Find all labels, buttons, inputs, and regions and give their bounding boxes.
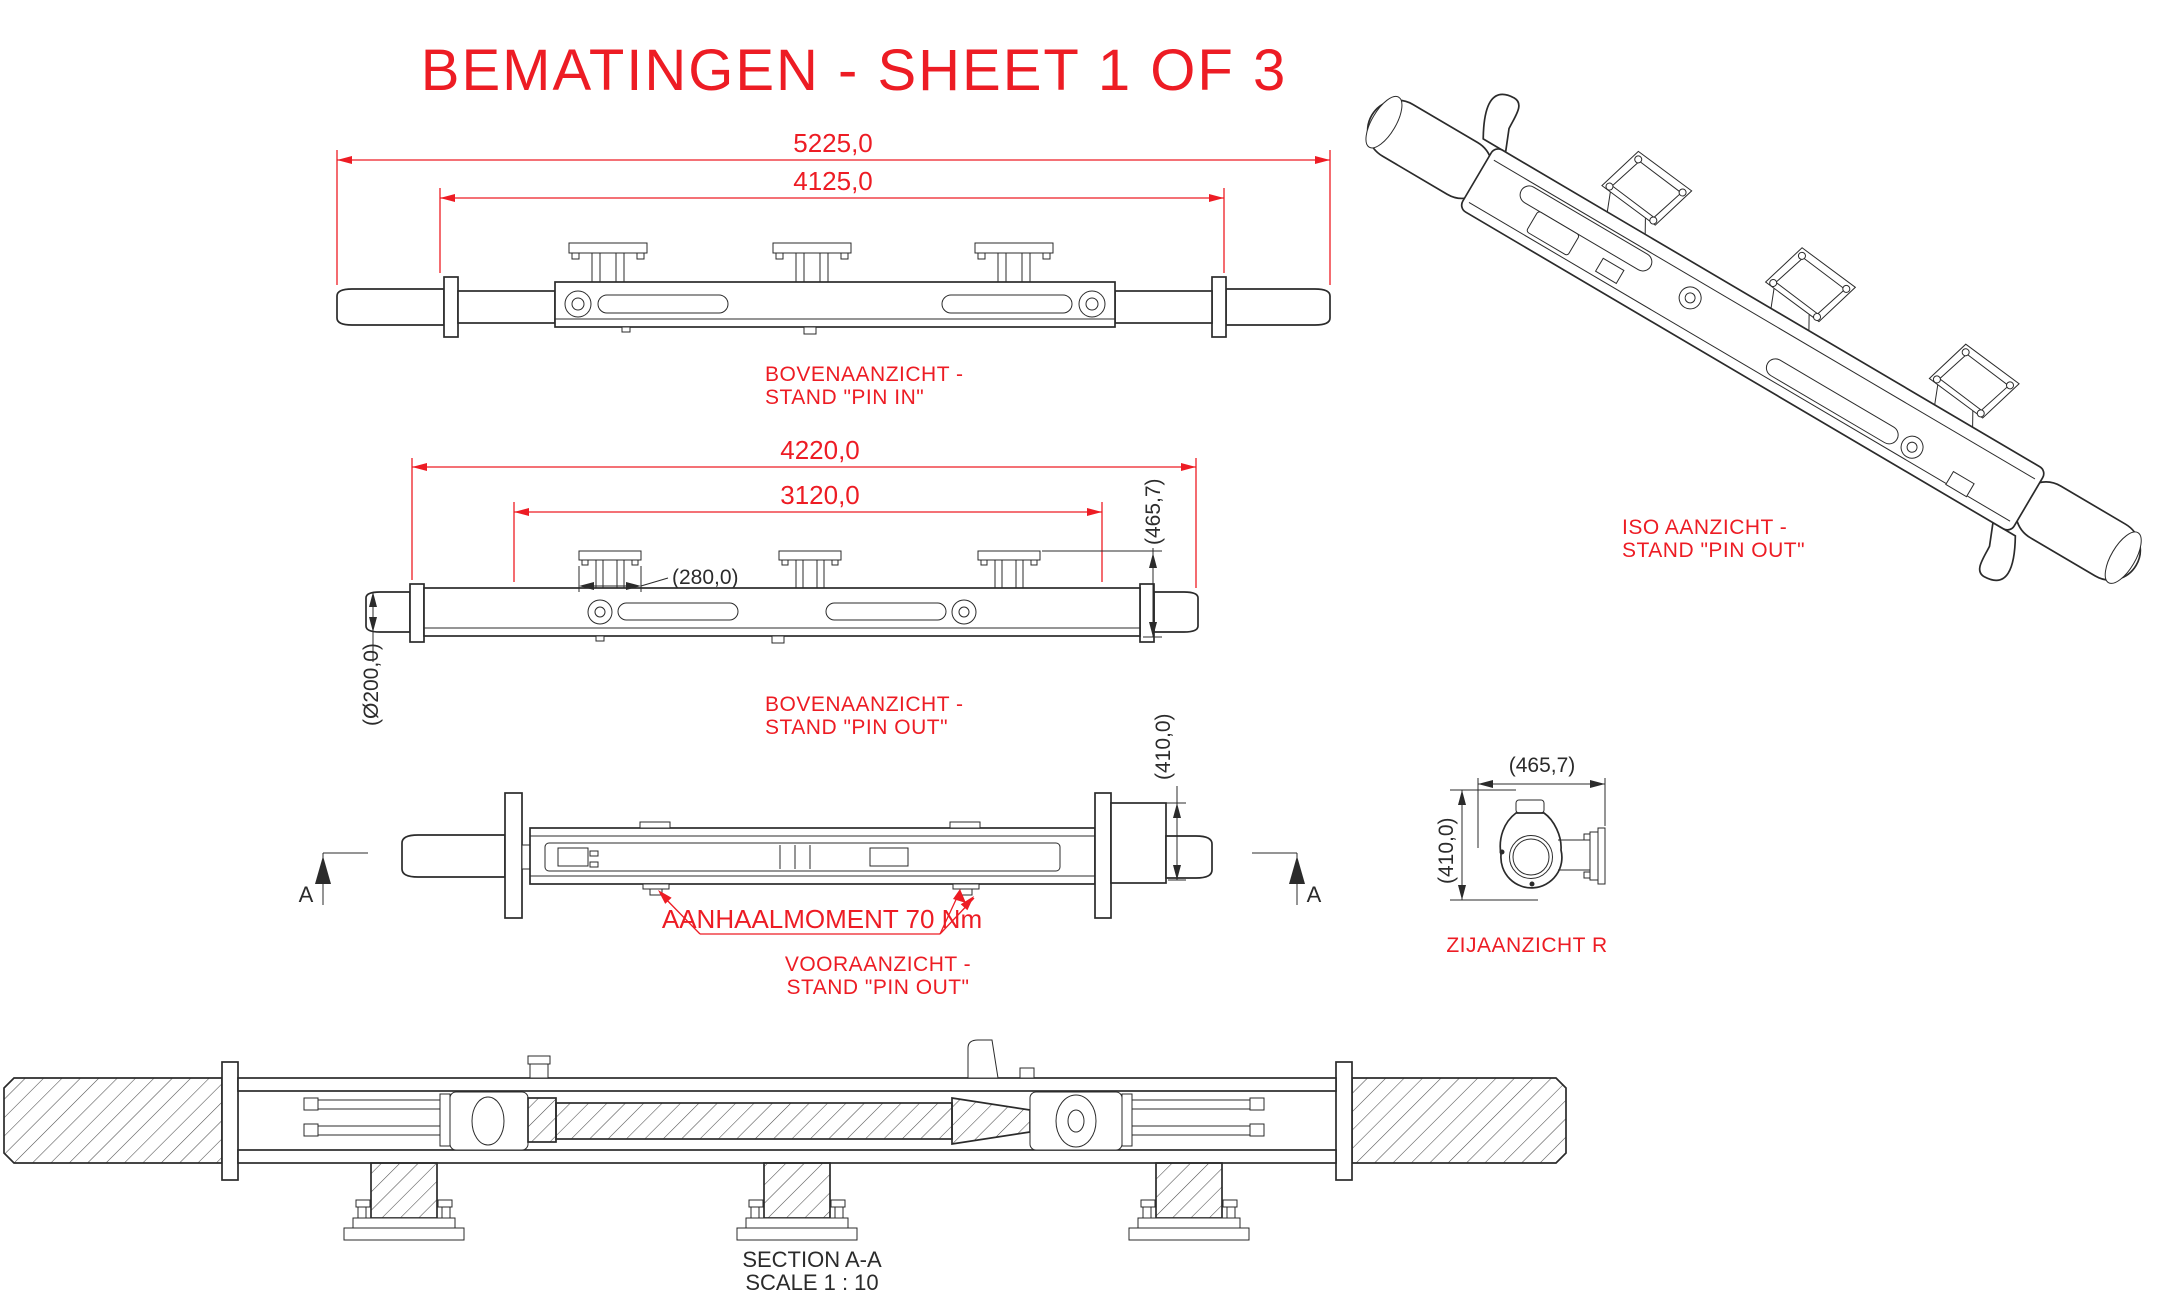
dimension-overall-4220: 4220,0: [411, 435, 1197, 588]
view-iso-pin-out: ISO AANZICHT - STAND "PIN OUT": [1365, 93, 2142, 584]
beam-top-view-pin-in: [336, 242, 1331, 338]
dimension-inner-3120: 3120,0: [513, 480, 1103, 582]
dim-bracket-width: (465,7): [1142, 478, 1165, 545]
view-label-line2: STAND "PIN OUT": [1622, 539, 1805, 562]
section-leg: [736, 1162, 858, 1241]
view-section-aa: SECTION A-A SCALE 1 : 10: [3, 1039, 1567, 1295]
view-front-pin-out: A A: [299, 713, 1322, 999]
dim-overall-length-pin-in: 5225,0: [793, 128, 873, 158]
section-marker-left: A: [299, 852, 368, 907]
dim-overall-length-pin-out: 4220,0: [780, 435, 860, 465]
section-letter-left: A: [299, 882, 314, 907]
dimension-side-width: (465,7): [1477, 754, 1606, 848]
dimension-inner-4125: 4125,0: [439, 166, 1225, 273]
support-bracket: [778, 550, 842, 589]
view-side-right: (465,7) (410,0) ZIJAANZICHT R: [1435, 754, 1607, 957]
dimension-end-height-410: (410,0): [1113, 713, 1186, 881]
section-leg: [343, 1162, 465, 1241]
dimension-pin-diameter-200: (Ø200,0): [360, 592, 383, 726]
support-bracket: [974, 242, 1054, 283]
view-label-line1: ISO AANZICHT -: [1622, 516, 1787, 539]
iso-mount-plate: [1601, 150, 1693, 235]
dim-inner-length-pin-in: 4125,0: [793, 166, 873, 196]
section-interior: [303, 1039, 1265, 1151]
view-label-line2: STAND "PIN IN": [765, 386, 924, 409]
dimension-overall-5225: 5225,0: [336, 128, 1331, 285]
view-label-line2: STAND "PIN OUT": [786, 976, 969, 999]
iso-beam: [1365, 93, 2142, 584]
view-top-pin-out: 4220,0 3120,0: [360, 435, 1199, 739]
section-leg: [1128, 1162, 1250, 1241]
torque-note: AANHAALMOMENT 70 Nm: [658, 889, 982, 935]
dim-end-height: (410,0): [1152, 713, 1175, 780]
dimension-bracket-width-4657: (465,7): [1042, 478, 1165, 638]
view-label-line1: BOVENAANZICHT -: [765, 693, 963, 716]
support-bracket: [977, 550, 1041, 589]
support-bracket: [568, 242, 648, 283]
side-view-body: [1499, 799, 1606, 889]
beam-top-view-pin-out: [365, 550, 1199, 644]
view-label-line2: STAND "PIN OUT": [765, 716, 948, 739]
view-top-pin-in: 5225,0 4125,0: [336, 128, 1331, 409]
dim-inner-length-pin-out: 3120,0: [780, 480, 860, 510]
iso-mount-plate: [1928, 343, 2020, 428]
section-marker-right: A: [1252, 852, 1322, 907]
section-label-line2: SCALE 1 : 10: [745, 1270, 878, 1295]
dim-side-height: (410,0): [1435, 817, 1458, 884]
support-bracket: [772, 242, 852, 283]
view-label-line1: VOORAANZICHT -: [785, 953, 971, 976]
dim-side-width: (465,7): [1509, 754, 1576, 777]
torque-note-text: AANHAALMOMENT 70 Nm: [662, 904, 982, 934]
view-label-line1: BOVENAANZICHT -: [765, 363, 963, 386]
dim-pin-diameter: (Ø200,0): [360, 643, 383, 726]
side-view-label: ZIJAANZICHT R: [1446, 934, 1607, 957]
dimension-support-width-280: (280,0): [578, 566, 739, 592]
sheet-title: BEMATINGEN - SHEET 1 OF 3: [421, 38, 1287, 103]
dim-support-width: (280,0): [672, 566, 739, 589]
dimension-side-height: (410,0): [1435, 789, 1538, 901]
support-bracket: [578, 550, 642, 589]
beam-front-view: [401, 792, 1213, 919]
section-label-line1: SECTION A-A: [742, 1247, 882, 1272]
iso-mount-plate: [1764, 247, 1857, 331]
section-letter-right: A: [1307, 882, 1322, 907]
